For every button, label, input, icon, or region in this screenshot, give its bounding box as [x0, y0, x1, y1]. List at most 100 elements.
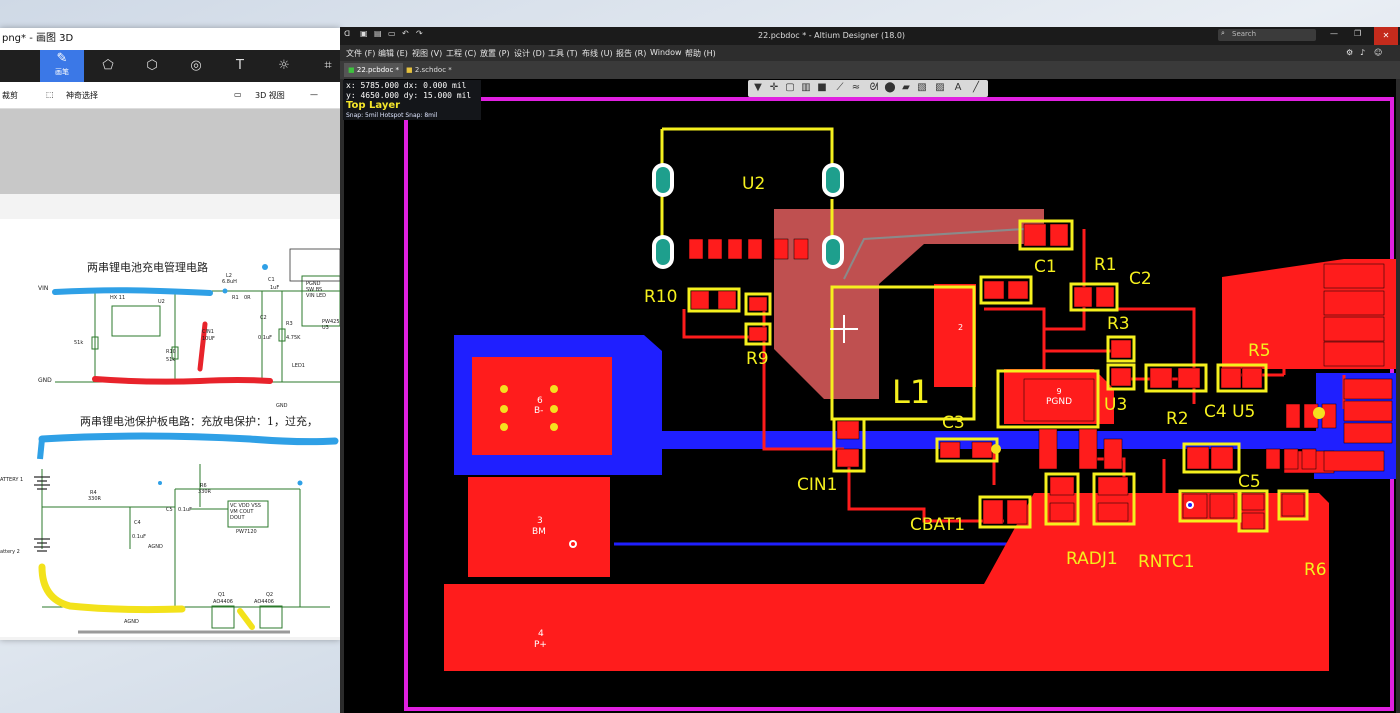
label-battery2: attery 2: [0, 549, 20, 555]
cube-icon: ⬡: [146, 58, 158, 73]
save-icon[interactable]: ▣: [360, 29, 368, 38]
menu-route[interactable]: 布线 (U): [582, 49, 613, 58]
shapes-3d-button[interactable]: ⬡: [130, 50, 174, 82]
align-icon[interactable]: ▥: [801, 82, 811, 93]
designator-cbat1: CBAT1: [910, 515, 966, 535]
effects-button[interactable]: ☼: [262, 50, 306, 82]
designator-u2: U2: [742, 174, 766, 194]
label-pw425: PW425: [322, 319, 340, 325]
active-bar-toolbar: ▼ ✛ ▢ ▥ ■ ⟋ ≈ ᘛ ⬤ ▰ ▧ ▨ A ╱: [748, 80, 988, 97]
altium-logo-icon: ᗡ: [344, 29, 351, 38]
keepout-icon[interactable]: ▧: [917, 82, 927, 93]
designator-r1: R1: [1094, 255, 1117, 275]
menu-reports[interactable]: 报告 (R): [616, 49, 647, 58]
shapes-2d-button[interactable]: ⬠: [86, 50, 130, 82]
designator-rntc1: RNTC1: [1138, 552, 1195, 572]
close-button[interactable]: ✕: [1374, 27, 1398, 45]
text-tool-button[interactable]: T: [218, 50, 262, 82]
3d-view-button[interactable]: 3D 视图: [255, 91, 285, 100]
save-all-icon[interactable]: ▤: [374, 29, 382, 38]
filter-icon[interactable]: ▼: [754, 82, 762, 93]
label-u2: U2: [158, 299, 165, 305]
label-cin1-value: 10UF: [202, 336, 215, 342]
label-c4: C4: [134, 520, 141, 526]
undo-icon[interactable]: ↶: [402, 29, 409, 38]
menu-help[interactable]: 帮助 (H): [685, 49, 716, 58]
maximize-button[interactable]: ❐: [1354, 29, 1362, 38]
crop-button[interactable]: 裁剪: [2, 91, 18, 100]
window-title: 22.pcbdoc * - Altium Designer (18.0): [758, 31, 906, 40]
settings-gear-icon[interactable]: ⚙: [1346, 48, 1354, 57]
redo-icon[interactable]: ↷: [416, 29, 423, 38]
tab-pcbdoc-label: 22.pcbdoc *: [356, 66, 400, 74]
search-box[interactable]: ⌕ Search: [1218, 29, 1316, 41]
diff-pair-icon[interactable]: ≈: [851, 82, 861, 93]
designator-r10: R10: [644, 287, 678, 307]
canvas-button[interactable]: ⌗: [306, 50, 340, 82]
route-icon[interactable]: ⟋: [836, 82, 844, 93]
magic-select-button[interactable]: 神奇选择: [66, 91, 98, 100]
designator-c2: C2: [1129, 269, 1152, 289]
menu-edit[interactable]: 编辑 (E): [378, 49, 408, 58]
designator-c5: C5: [1238, 472, 1261, 492]
designator-r2: R2: [1166, 409, 1189, 429]
label-c2: C2: [260, 315, 267, 321]
stickers-button[interactable]: ◎: [174, 50, 218, 82]
current-layer: Top Layer: [346, 100, 401, 111]
menu-project[interactable]: 工程 (C): [446, 49, 477, 58]
paint3d-ribbon: ✎ 画笔 ⬠ ⬡ ◎ T ☼ ⌗: [0, 50, 340, 82]
pad-3-number: 3: [537, 516, 543, 526]
readout-x: x: 5785.000 dx: 0.000 mil: [346, 81, 467, 90]
label-r6: R6: [200, 483, 207, 489]
polygon-icon[interactable]: ▰: [902, 82, 910, 93]
minimize-button[interactable]: —: [1330, 29, 1338, 38]
menu-file[interactable]: 文件 (F): [346, 49, 376, 58]
label-q1: Q1: [218, 592, 226, 598]
label-q1-value: AO4406: [213, 599, 233, 605]
text-tool-icon[interactable]: A: [954, 82, 962, 93]
move-icon[interactable]: ✛: [769, 82, 779, 93]
schematic-drawing: [34, 248, 340, 634]
menu-window[interactable]: Window: [650, 48, 682, 57]
select-rect-icon[interactable]: ▢: [785, 82, 795, 93]
designator-u3: U3: [1104, 395, 1128, 415]
designator-radj1: RADJ1: [1066, 549, 1118, 569]
close-icon: ✕: [1382, 31, 1390, 40]
pad-via-icon[interactable]: ⬤: [884, 82, 896, 93]
tab-pcbdoc[interactable]: ■ 22.pcbdoc *: [344, 63, 404, 77]
label-battery1: ATTERY 1: [0, 477, 24, 483]
altium-titlebar: ᗡ ▣ ▤ ▭ ↶ ↷ 22.pcbdoc * - Altium Designe…: [340, 27, 1400, 45]
pcb-editor-canvas[interactable]: U2 R10 R9 L1 C1 R1 C2 R3 R5 U3 R2 C4 U5 …: [344, 79, 1396, 713]
notifications-bell-icon[interactable]: ♪: [1360, 48, 1366, 57]
label-r4: R4: [90, 490, 97, 496]
menu-tools[interactable]: 工具 (T): [548, 49, 578, 58]
label-q2-value: AO4406: [254, 599, 274, 605]
interactive-route-icon[interactable]: ᘛ: [869, 82, 879, 93]
menu-design[interactable]: 设计 (D): [514, 49, 545, 58]
user-icon[interactable]: ☺: [1374, 48, 1383, 57]
3d-view-icon: ▭: [234, 90, 242, 99]
move-cursor-icon: [830, 315, 858, 343]
open-folder-icon[interactable]: ▭: [388, 29, 396, 38]
pad-6-net: B-: [534, 406, 544, 416]
label-r6-value: 330R: [198, 489, 212, 495]
menu-place[interactable]: 放置 (P): [480, 49, 510, 58]
component-icon[interactable]: ■: [817, 82, 827, 93]
line-tool-icon[interactable]: ╱: [972, 82, 980, 93]
label-c5: C5: [166, 507, 173, 513]
sticker-icon: ◎: [190, 58, 202, 73]
label-c2-value: 0.1uF: [258, 335, 272, 341]
label-pw7120-pins: VC VDD VSS VM COUT DOUT: [230, 503, 261, 521]
dimension-icon[interactable]: ▨: [935, 82, 945, 93]
menu-view[interactable]: 视图 (V): [412, 49, 443, 58]
designator-l1: L1: [892, 373, 931, 411]
schematic-image[interactable]: 两串锂电池充电管理电路 两串锂电池保护板电路：充放电保护：1，过充， VIN G…: [0, 219, 340, 637]
zoom-out-button[interactable]: —: [310, 90, 318, 99]
tab-schdoc[interactable]: ■ 2.schdoc *: [402, 63, 456, 77]
brush-tool-button[interactable]: ✎ 画笔: [40, 50, 84, 82]
label-r4-value: 330R: [88, 496, 102, 502]
search-input[interactable]: Search: [1232, 30, 1257, 38]
label-gnd-symbol: GND: [276, 403, 288, 409]
pad-4-number: 4: [538, 629, 544, 639]
label-q2: Q2: [266, 592, 274, 598]
